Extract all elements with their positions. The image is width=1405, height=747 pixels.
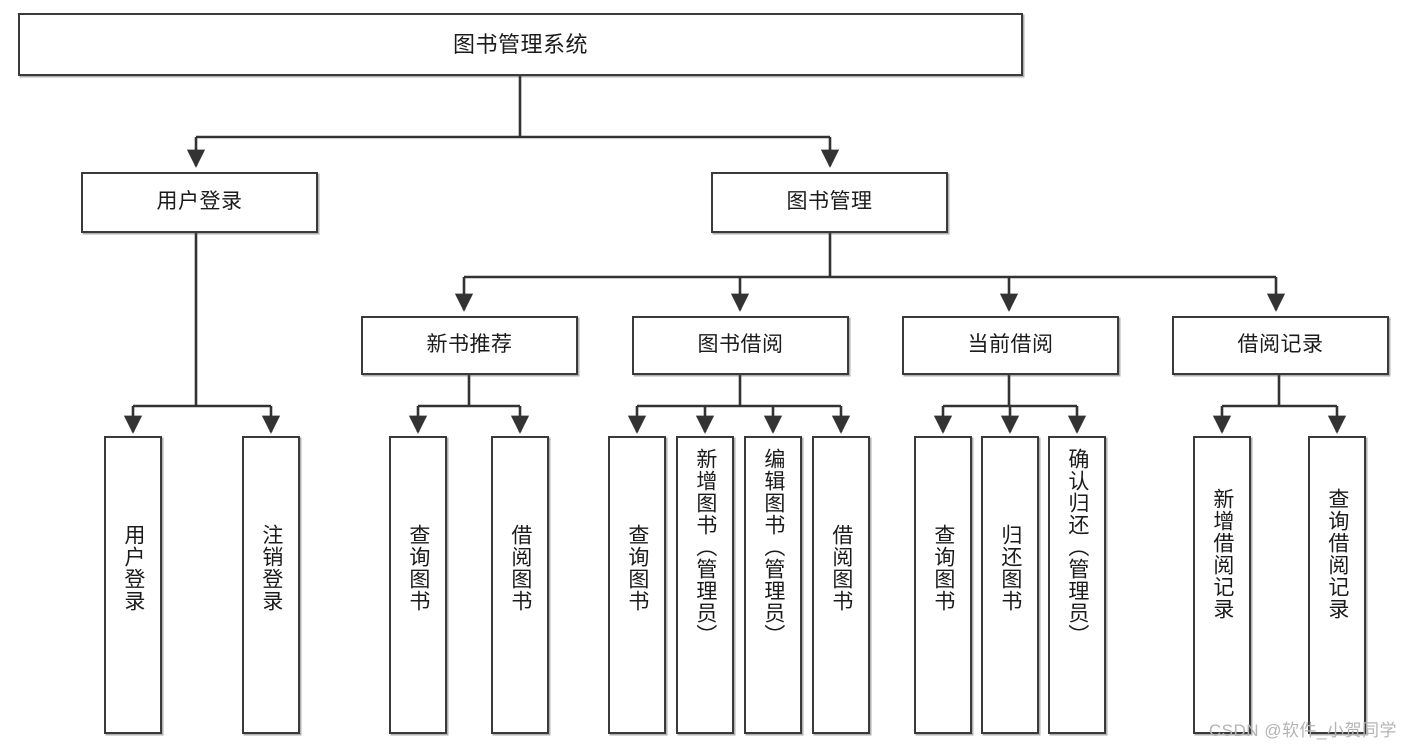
leaf-user-login-label: 用户登录 [121,524,145,612]
leaf-confirm-return[interactable]: 确认归还（管理员） [1048,436,1106,734]
node-new-book-recommend-label: 新书推荐 [426,333,513,357]
node-user-login[interactable]: 用户登录 [81,172,318,233]
node-book-manage-label: 图书管理 [786,190,873,214]
leaf-query-book-3[interactable]: 查询图书 [914,436,972,734]
leaf-borrow-book-2[interactable]: 借阅图书 [812,436,870,734]
node-root-label: 图书管理系统 [452,31,588,57]
leaf-borrow-book-2-label: 借阅图书 [829,524,853,612]
node-new-book-recommend[interactable]: 新书推荐 [361,316,578,375]
leaf-edit-book[interactable]: 编辑图书（管理员） [744,436,802,734]
leaf-logout-label: 注销登录 [259,524,283,612]
node-user-login-label: 用户登录 [156,190,243,214]
leaf-edit-book-label: 编辑图书（管理员） [761,448,785,646]
leaf-query-book-1-label: 查询图书 [406,524,430,612]
leaf-confirm-return-label: 确认归还（管理员） [1065,448,1089,646]
leaf-logout[interactable]: 注销登录 [242,436,300,734]
node-current-borrow-label: 当前借阅 [967,333,1054,357]
node-borrow-record[interactable]: 借阅记录 [1172,316,1389,375]
leaf-query-book-2-label: 查询图书 [625,524,649,612]
leaf-query-book-2[interactable]: 查询图书 [608,436,666,734]
leaf-add-record[interactable]: 新增借阅记录 [1193,436,1251,734]
node-book-borrow-label: 图书借阅 [697,333,784,357]
leaf-borrow-book-1[interactable]: 借阅图书 [491,436,549,734]
leaf-return-book-label: 归还图书 [998,524,1022,612]
node-current-borrow[interactable]: 当前借阅 [902,316,1119,375]
watermark: CSDN @软件_小贺同学 [1208,721,1397,740]
leaf-add-record-label: 新增借阅记录 [1210,488,1234,620]
node-borrow-record-label: 借阅记录 [1237,333,1324,357]
leaf-query-record[interactable]: 查询借阅记录 [1308,436,1366,734]
leaf-query-record-label: 查询借阅记录 [1325,488,1349,620]
node-root[interactable]: 图书管理系统 [18,13,1023,76]
leaf-query-book-1[interactable]: 查询图书 [389,436,447,734]
leaf-add-book[interactable]: 新增图书（管理员） [676,436,734,734]
leaf-add-book-label: 新增图书（管理员） [693,448,717,646]
node-book-manage[interactable]: 图书管理 [711,172,948,233]
leaf-return-book[interactable]: 归还图书 [981,436,1039,734]
leaf-query-book-3-label: 查询图书 [931,524,955,612]
leaf-borrow-book-1-label: 借阅图书 [508,524,532,612]
leaf-user-login[interactable]: 用户登录 [104,436,162,734]
node-book-borrow[interactable]: 图书借阅 [632,316,849,375]
